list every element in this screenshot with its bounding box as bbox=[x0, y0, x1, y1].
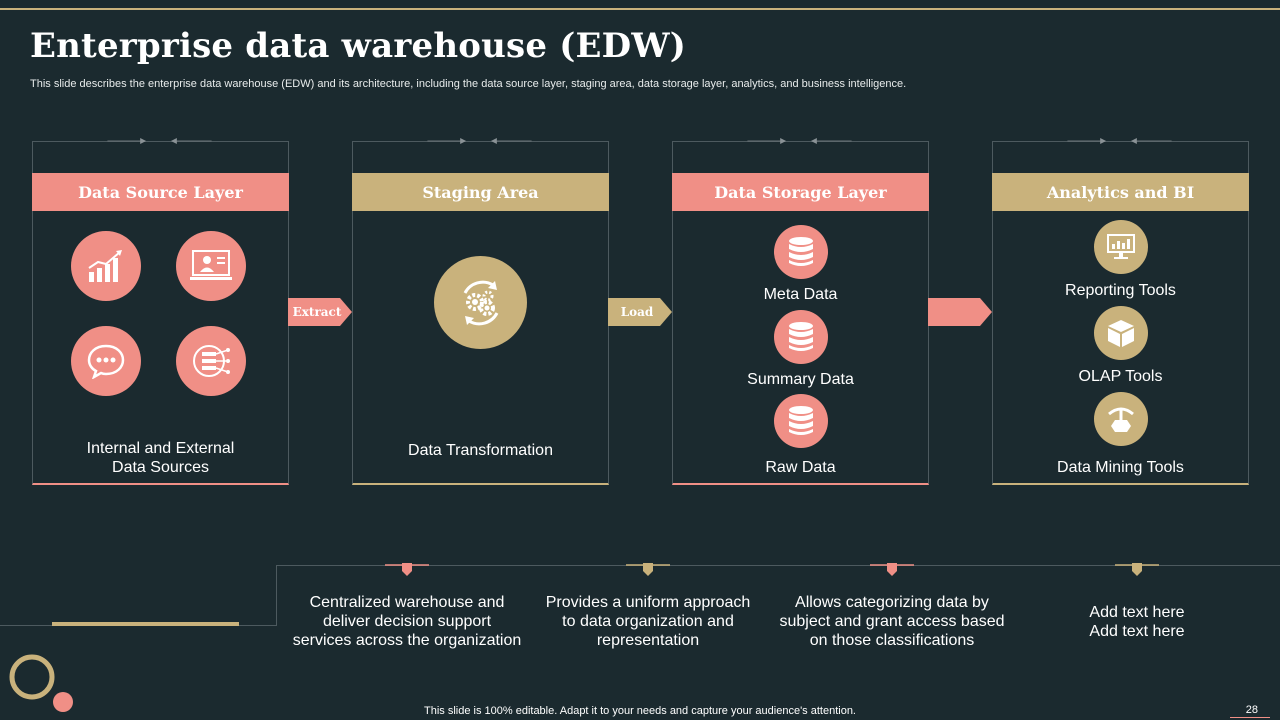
panel-header-analytics: Analytics and BI bbox=[992, 173, 1249, 211]
storage-item-raw-data: Raw Data bbox=[765, 459, 836, 476]
panel-arrows-decoration bbox=[107, 138, 212, 144]
presentation-icon bbox=[176, 231, 246, 301]
panel-header-data-storage: Data Storage Layer bbox=[672, 173, 929, 211]
mining-tool-icon bbox=[1094, 392, 1148, 446]
chat-bubble-icon bbox=[71, 326, 141, 396]
panel-label-data-source: Internal and External Data Sources bbox=[86, 440, 235, 476]
timeline-pin-pink bbox=[870, 563, 914, 576]
timeline-top-line bbox=[276, 565, 1280, 566]
timeline-pin-gold bbox=[1115, 563, 1159, 576]
connector-load: Load bbox=[608, 298, 672, 326]
timeline-pin-gold bbox=[626, 563, 670, 576]
connector-extract: Extract bbox=[288, 298, 352, 326]
feature-text-4: Add text here Add text here bbox=[1089, 604, 1185, 640]
slide-subtitle: This slide describes the enterprise data… bbox=[30, 78, 907, 90]
storage-item-summary-data: Summary Data bbox=[747, 371, 854, 388]
feature-text-3: Allows categorizing data by subject and … bbox=[779, 594, 1005, 649]
database-icon bbox=[774, 310, 828, 364]
growth-chart-icon bbox=[71, 231, 141, 301]
connector-extract-label: Extract bbox=[292, 305, 342, 319]
panel-analytics-bi: Analytics and BI Reporting Tools OLAP To… bbox=[992, 138, 1249, 485]
panel-staging-area: Staging Area Data Transformation bbox=[352, 138, 609, 485]
timeline-pin-pink bbox=[385, 563, 429, 576]
analytics-item-olap: OLAP Tools bbox=[1078, 368, 1163, 385]
timeline-vertical-line bbox=[276, 565, 277, 625]
panel-data-storage: Data Storage Layer Meta Data Summary Dat… bbox=[672, 138, 929, 485]
analytics-item-data-mining: Data Mining Tools bbox=[1057, 459, 1184, 476]
panel-arrows-decoration bbox=[1067, 138, 1172, 144]
connector-arrow bbox=[928, 298, 992, 326]
database-icon bbox=[774, 225, 828, 279]
top-rule bbox=[0, 8, 1280, 10]
footer-note: This slide is 100% editable. Adapt it to… bbox=[424, 705, 856, 717]
cube-box-icon bbox=[1094, 306, 1148, 360]
panel-data-source: Data Source Layer bbox=[32, 138, 289, 485]
decorative-rings bbox=[9, 654, 73, 712]
gears-cycle-icon bbox=[434, 256, 527, 349]
panel-arrows-decoration bbox=[427, 138, 532, 144]
monitor-chart-icon bbox=[1094, 220, 1148, 274]
panel-label-staging: Data Transformation bbox=[408, 442, 553, 459]
panel-arrows-decoration bbox=[747, 138, 852, 144]
storage-item-meta-data: Meta Data bbox=[763, 286, 838, 303]
database-icon bbox=[774, 394, 828, 448]
page-number-underline bbox=[1230, 717, 1270, 718]
feature-text-1: Centralized warehouse and deliver decisi… bbox=[292, 594, 522, 649]
connector-load-label: Load bbox=[620, 305, 654, 319]
panel-header-data-source: Data Source Layer bbox=[32, 173, 289, 211]
feature-text-2: Provides a uniform approach to data orga… bbox=[545, 594, 751, 649]
analytics-item-reporting: Reporting Tools bbox=[1065, 282, 1176, 299]
timeline-gold-bar bbox=[52, 622, 239, 626]
data-network-icon bbox=[176, 326, 246, 396]
panel-header-staging: Staging Area bbox=[352, 173, 609, 211]
page-number: 28 bbox=[1245, 704, 1258, 716]
slide-title: Enterprise data warehouse (EDW) bbox=[30, 26, 687, 66]
